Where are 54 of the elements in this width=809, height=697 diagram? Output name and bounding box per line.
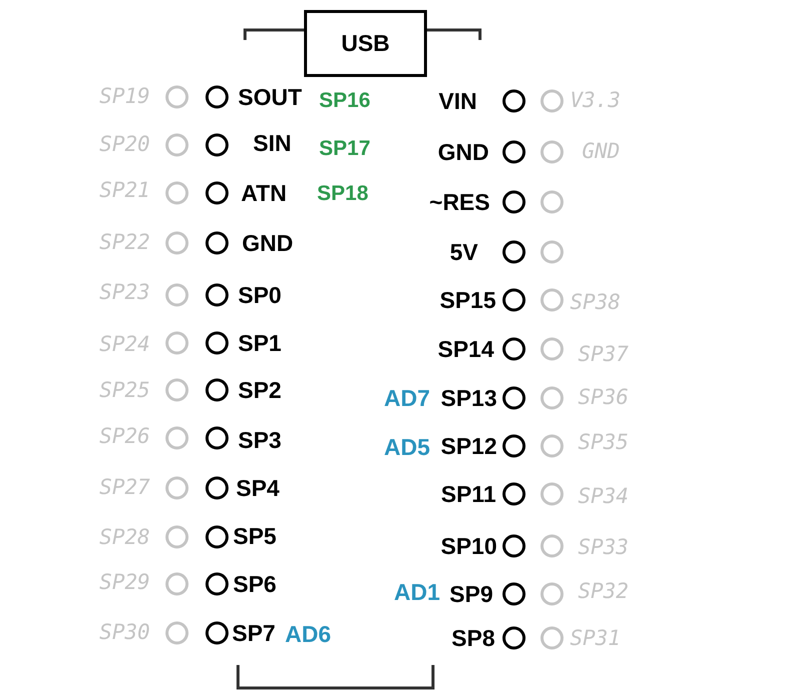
signal-label: SP16 — [319, 89, 370, 114]
alt-pin-label: SP24 — [99, 332, 150, 358]
alt-pin-label: SP35 — [578, 430, 629, 456]
pin-label: SP13 — [440, 385, 497, 411]
alt-pin-label: SP21 — [99, 178, 150, 204]
alt-pin-label: SP31 — [570, 626, 621, 652]
pin-label: SP5 — [233, 523, 276, 549]
alt-pin-label: SP22 — [99, 230, 150, 256]
signal-label: SP17 — [319, 137, 370, 162]
pin-label: SP12 — [440, 433, 497, 459]
pin-label: SP4 — [236, 475, 280, 501]
pin-label: SP2 — [238, 377, 282, 403]
usb-connector-box: USB — [304, 10, 427, 77]
pin-label: SP1 — [238, 330, 282, 356]
alt-pin-label: SP36 — [578, 385, 629, 411]
pin-label: SP15 — [440, 287, 496, 313]
alt-pin-label: SP32 — [578, 579, 629, 605]
alt-pin-label: SP27 — [99, 475, 150, 501]
pin-label: SP14 — [438, 336, 494, 362]
alt-pin-label: SP19 — [99, 84, 150, 110]
alt-pin-label: SP29 — [99, 570, 150, 596]
pin-label: SP11 — [441, 481, 496, 507]
alt-pin-label: SP23 — [99, 280, 150, 306]
pin-label: VIN — [438, 88, 477, 114]
alt-pin-label: SP37 — [578, 342, 629, 368]
pin-label: ~RES — [429, 189, 490, 215]
alt-pin-label: SP20 — [99, 132, 150, 158]
pin-label: SP3 — [238, 427, 282, 453]
alt-pin-label: SP38 — [570, 290, 621, 316]
pin-label: SP8 — [452, 625, 495, 651]
analog-label: AD6 — [285, 621, 332, 647]
alt-pin-label: V3.3 — [570, 88, 621, 114]
alt-pin-label: SP30 — [99, 620, 150, 646]
analog-label: AD7 — [384, 385, 430, 411]
pin-label: SP0 — [238, 282, 282, 308]
analog-label: AD1 — [394, 579, 440, 605]
alt-pin-label: SP33 — [578, 535, 629, 561]
alt-pin-label: GND — [582, 139, 620, 165]
pin-label: 5V — [450, 239, 478, 265]
pin-label: SP10 — [440, 533, 497, 559]
alt-pin-label: SP26 — [99, 424, 150, 450]
pin-label: GND — [242, 230, 294, 256]
pin-label: SOUT — [238, 84, 302, 110]
pin-label: SP7 — [232, 620, 276, 646]
alt-pin-label: SP28 — [99, 525, 150, 551]
signal-label: SP18 — [317, 182, 368, 207]
pin-label: SP9 — [450, 581, 493, 607]
alt-pin-label: SP34 — [578, 484, 629, 510]
pin-label: GND — [438, 139, 489, 165]
alt-pin-label: SP25 — [99, 378, 150, 404]
pin-label: SP6 — [233, 571, 276, 597]
pin-label: SIN — [253, 130, 292, 156]
pin-label: ATN — [241, 180, 287, 206]
analog-label: AD5 — [384, 434, 430, 460]
